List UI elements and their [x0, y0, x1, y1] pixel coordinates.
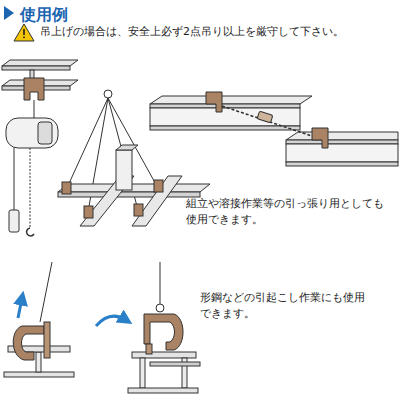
- warning-note: 吊上げの場合は、安全上必ず2点吊り以上を厳守して下さい。: [40, 24, 344, 40]
- pull-scene: [150, 92, 398, 166]
- usage-note: 組立や溶接作業等の引っ張り用としても使用できます。: [186, 196, 390, 228]
- section-title: 使用例: [20, 3, 68, 26]
- hoist-scene: [2, 60, 78, 236]
- title-marker: [4, 6, 14, 20]
- warning-icon: [14, 24, 34, 41]
- turn-over-scene: [4, 262, 200, 393]
- usage-note: 形鋼などの引起こし作業にも使用できます。: [200, 290, 372, 322]
